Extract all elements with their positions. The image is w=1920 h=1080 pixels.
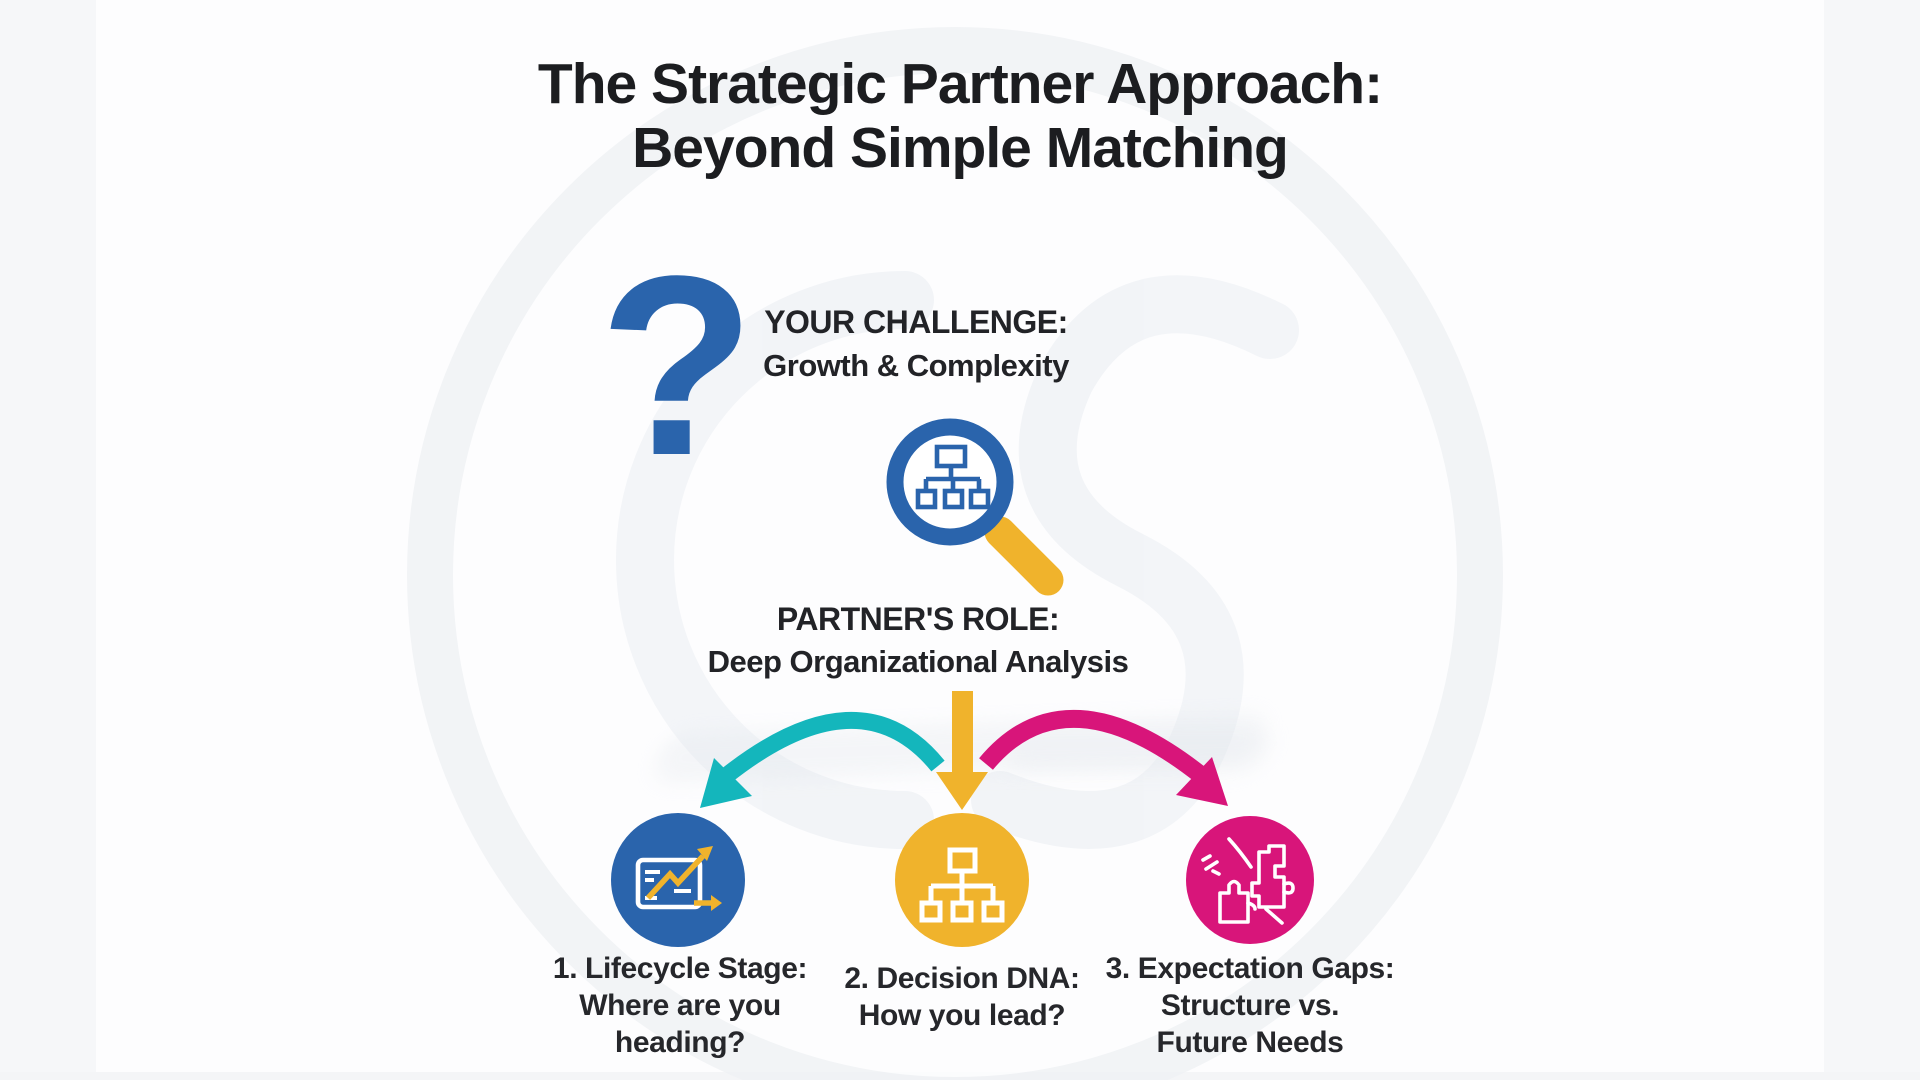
factor-2-line-2: How you lead? xyxy=(858,999,1066,1032)
factor-3-line-3: Future Needs xyxy=(1156,1026,1344,1059)
org-hierarchy-icon xyxy=(919,847,1005,923)
factor-2-line-1: 2. Decision DNA: xyxy=(844,962,1080,995)
factor-3-circle xyxy=(1186,816,1314,944)
magnifier-org-chart xyxy=(915,444,991,510)
title-line-2: Beyond Simple Matching xyxy=(632,116,1289,180)
factor-1-label: 1. Lifecycle Stage: Where are you headin… xyxy=(520,950,840,1061)
curved-arrow-right-icon xyxy=(979,709,1228,806)
straight-arrow-down-icon xyxy=(936,691,988,810)
partner-role-block: PARTNER'S ROLE: Deep Organizational Anal… xyxy=(668,601,1168,680)
growth-chart-icon xyxy=(635,846,722,911)
factor-1-circle xyxy=(611,813,745,947)
page-title: The Strategic Partner Approach: Beyond S… xyxy=(0,52,1920,180)
left-edge-band xyxy=(0,0,96,1080)
magnifier-ring xyxy=(886,418,1014,546)
title-line-1: The Strategic Partner Approach: xyxy=(537,52,1383,116)
right-edge-band xyxy=(1824,0,1920,1080)
challenge-subheading: Growth & Complexity xyxy=(763,348,1069,383)
factor-1-line-3: heading? xyxy=(614,1026,746,1059)
factor-3-label: 3. Expectation Gaps: Structure vs. Futur… xyxy=(1090,950,1410,1061)
magnifier-org-chart-icon xyxy=(886,418,1064,596)
partner-heading: PARTNER'S ROLE: xyxy=(776,601,1060,637)
factor-3-line-2: Structure vs. xyxy=(1160,989,1340,1022)
factor-3-line-1: 3. Expectation Gaps: xyxy=(1105,952,1395,985)
challenge-block: YOUR CHALLENGE: Growth & Complexity xyxy=(666,304,1166,384)
challenge-heading: YOUR CHALLENGE: xyxy=(764,304,1068,340)
curved-arrow-left-icon xyxy=(700,711,945,808)
magnifier-handle xyxy=(984,516,1064,596)
partner-subheading: Deep Organizational Analysis xyxy=(707,644,1129,679)
factor-2-circle xyxy=(895,813,1029,947)
question-mark-icon: ? xyxy=(598,223,756,509)
factor-2-label: 2. Decision DNA: How you lead? xyxy=(802,960,1122,1034)
factor-1-line-1: 1. Lifecycle Stage: xyxy=(552,952,808,985)
puzzle-mismatch-icon xyxy=(1201,837,1295,925)
factor-1-line-2: Where are you xyxy=(579,989,781,1022)
